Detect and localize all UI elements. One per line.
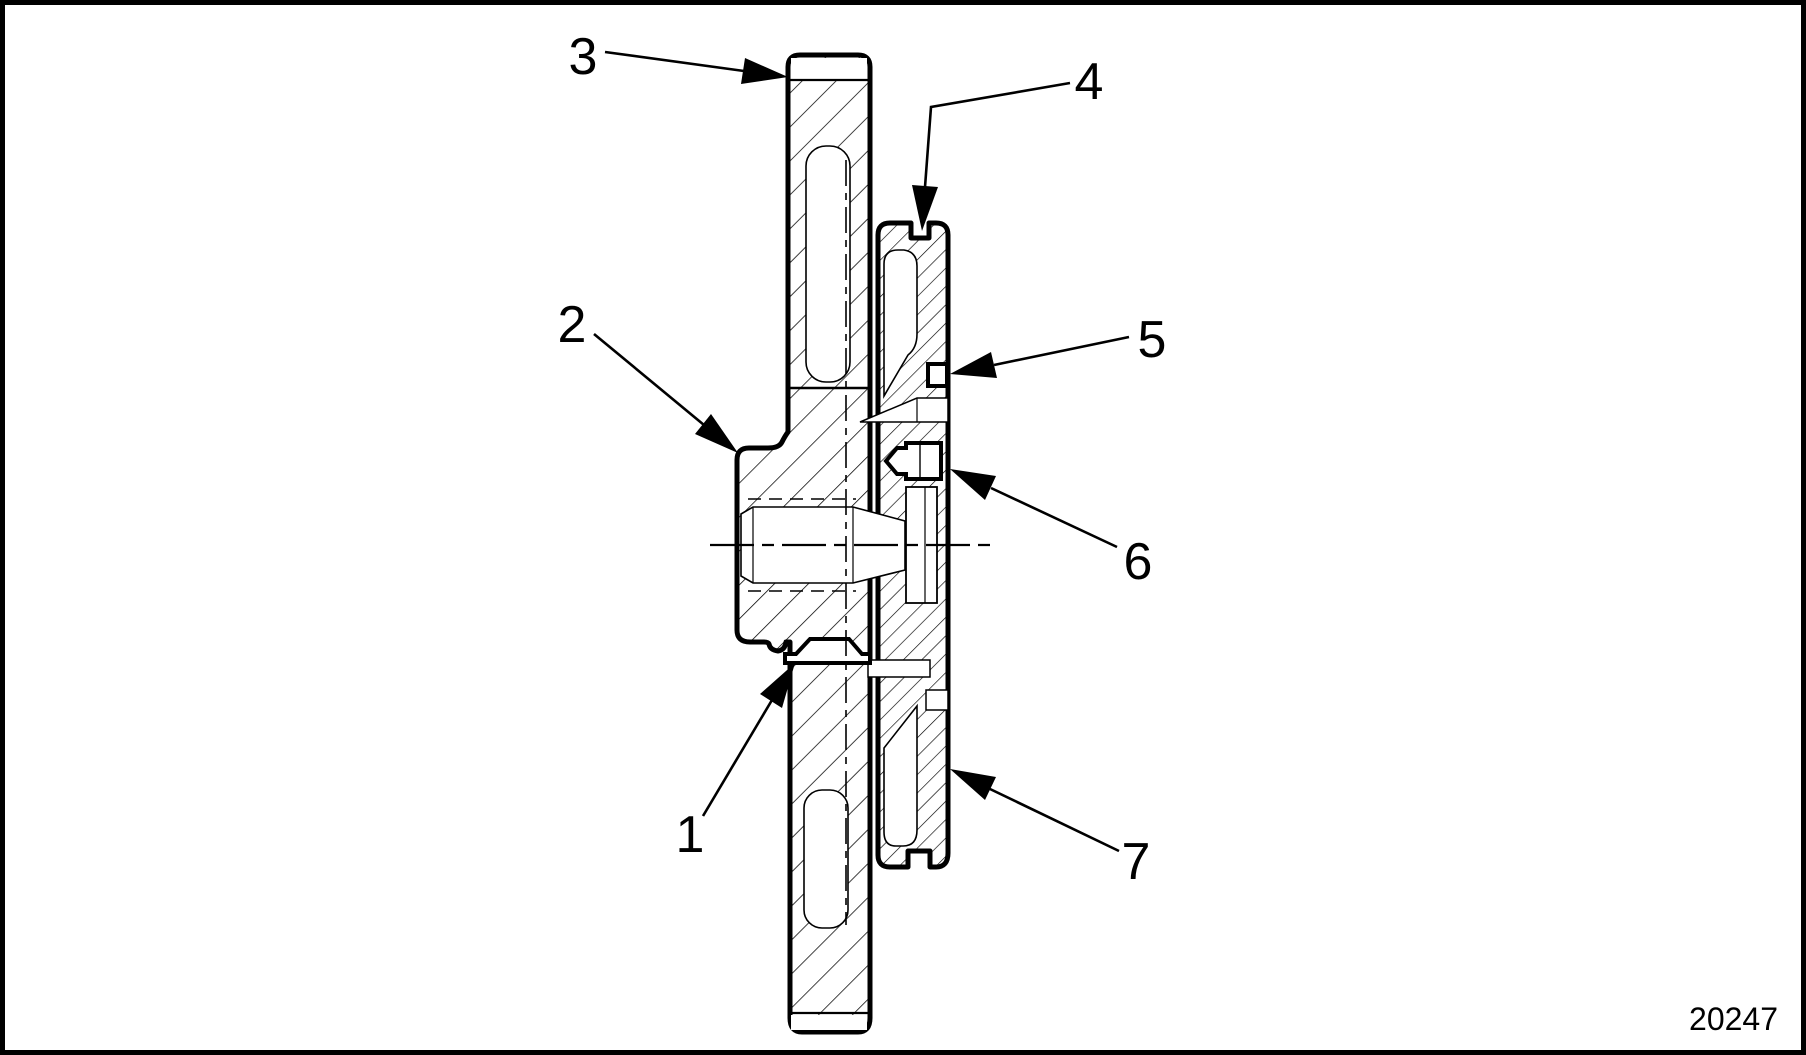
gear-bottom-land — [791, 1015, 867, 1030]
callout-6: 6 — [950, 469, 1152, 591]
bolt-body — [883, 441, 943, 481]
callout-3-label: 3 — [569, 28, 598, 86]
callout-4-arrowhead — [912, 185, 938, 231]
spacer-step-face — [859, 397, 949, 423]
callouts: 1 2 3 4 5 6 7 — [558, 28, 1167, 891]
callout-6-arrowhead — [950, 469, 996, 500]
callout-7-leader — [989, 787, 1120, 853]
spacer-lower-pocket — [883, 703, 918, 847]
callout-3: 3 — [569, 28, 788, 86]
callout-7-label: 7 — [1122, 833, 1151, 891]
figure-number: 20247 — [1689, 1001, 1778, 1037]
callout-4-label: 4 — [1075, 53, 1104, 111]
lock-hole — [926, 362, 949, 388]
callout-1-arrowhead — [760, 663, 795, 708]
callout-1-leader — [701, 699, 774, 817]
thrust-washer — [783, 637, 872, 665]
callout-5-arrowhead — [950, 352, 997, 378]
callout-4-leader — [923, 81, 1071, 188]
callout-2: 2 — [558, 296, 738, 453]
callout-7: 7 — [950, 769, 1150, 891]
callout-4: 4 — [912, 53, 1103, 231]
callout-6-label: 6 — [1124, 533, 1153, 591]
callout-7-arrowhead — [950, 769, 996, 800]
callout-1-label: 1 — [676, 806, 705, 864]
callout-2-leader — [593, 332, 705, 427]
callout-5-leader — [993, 335, 1130, 367]
callout-3-arrowhead — [741, 58, 788, 84]
retaining-bolt — [883, 441, 943, 481]
spacer-upper-pocket — [883, 249, 918, 399]
callout-2-label: 2 — [558, 296, 587, 354]
callout-2-arrowhead — [695, 414, 738, 453]
callout-1: 1 — [676, 663, 795, 864]
spacer-small-step — [925, 689, 949, 711]
gear-top-land — [791, 58, 867, 79]
callout-5-label: 5 — [1138, 311, 1167, 369]
callout-3-leader — [604, 50, 745, 73]
callout-5: 5 — [950, 311, 1166, 378]
callout-6-leader — [990, 486, 1118, 549]
gear-upper-lightening-hole — [805, 145, 851, 383]
gear-lower-lightening-hole — [803, 789, 849, 929]
spacer-seat-step — [867, 659, 931, 678]
